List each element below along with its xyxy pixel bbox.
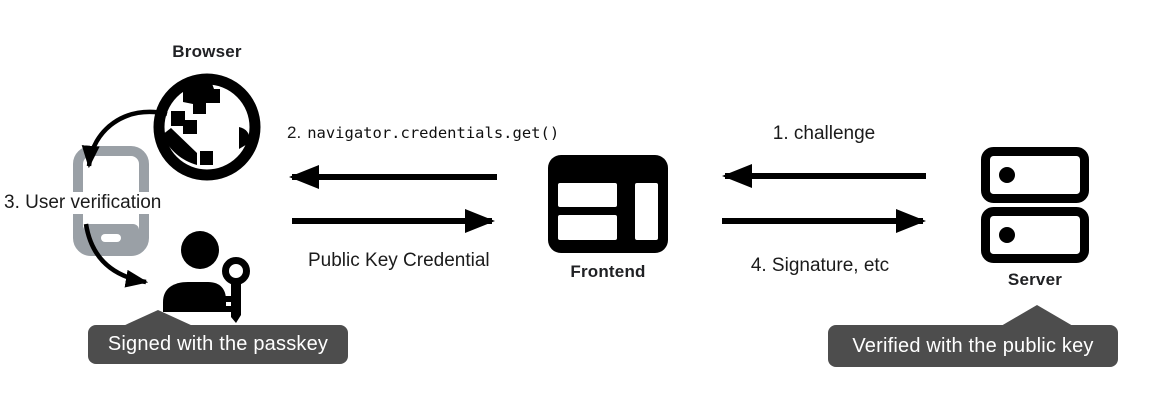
verified-callout-pointer <box>1001 305 1073 326</box>
credentials-get-step-label: 2. navigator.credentials.get() <box>287 123 559 143</box>
credentials-get-step-number: 2. <box>287 123 302 142</box>
browser-window-icon <box>548 155 668 253</box>
challenge-step-label: 1. challenge <box>772 123 876 144</box>
public-key-credential-label: Public Key Credential <box>308 250 490 271</box>
server-stack-icon <box>981 147 1089 263</box>
globe-icon <box>153 73 261 181</box>
server-node-label: Server <box>1007 270 1063 289</box>
frontend-node-label: Frontend <box>570 262 646 281</box>
signature-step-label: 4. Signature, etc <box>750 255 890 276</box>
user-key-icon <box>163 231 250 323</box>
browser-node-label: Browser <box>172 42 242 61</box>
verified-callout: Verified with the public key <box>828 325 1118 367</box>
verified-callout-label: Verified with the public key <box>852 334 1094 357</box>
credentials-get-code: navigator.credentials.get() <box>307 124 560 142</box>
signed-callout-label: Signed with the passkey <box>107 333 329 355</box>
signed-callout-pointer <box>123 310 193 326</box>
user-verification-step-label: 3. User verification <box>1 192 165 214</box>
signed-callout: Signed with the passkey <box>88 325 348 364</box>
